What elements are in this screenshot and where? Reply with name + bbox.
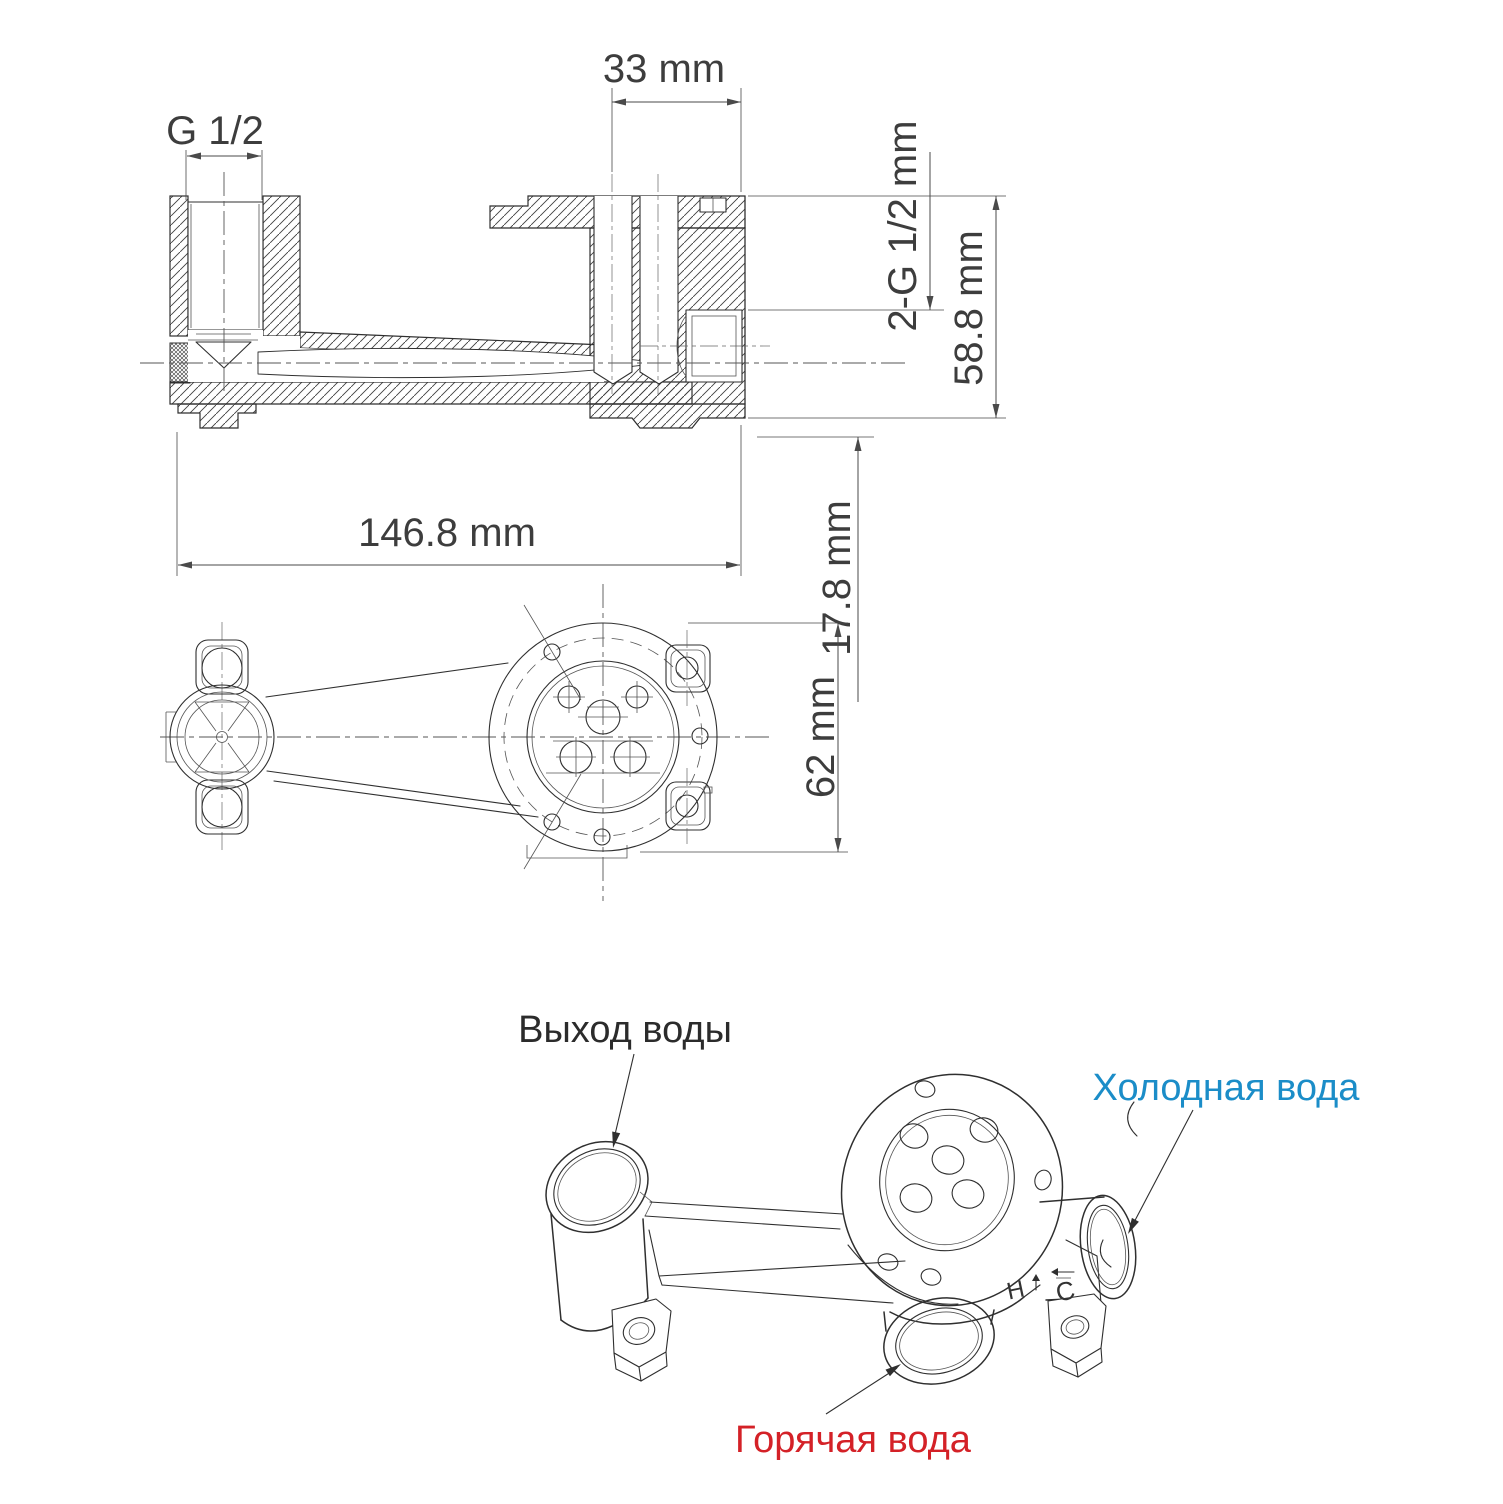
dim-2g12: 2-G 1/2 mm xyxy=(881,120,925,331)
iso-annotations: Выход воды Холодная вода Горячая вода xyxy=(518,1009,1360,1461)
dim-588mm: 58.8 mm xyxy=(947,230,991,386)
dim-g12: G 1/2 xyxy=(166,109,264,153)
section-view: G 1/2 33 mm 2-G 1/2 mm 58.8 mm 17.8 mm xyxy=(140,47,1006,702)
outlet-arrow xyxy=(612,1053,635,1144)
iso-right-ear xyxy=(1047,1293,1107,1378)
iso-embossed-marks: H C xyxy=(1004,1268,1078,1308)
plan-main-flange xyxy=(488,604,718,870)
section-cavities xyxy=(187,195,746,419)
hot-water-arrow xyxy=(825,1367,898,1415)
iso-left-ear xyxy=(611,1298,672,1382)
outlet-label: Выход воды xyxy=(518,1009,732,1051)
plan-dimensions: 62 mm xyxy=(640,622,848,853)
dim-62mm: 62 mm xyxy=(799,676,843,798)
cold-water-arrow xyxy=(1130,1109,1194,1229)
iso-hot-port xyxy=(883,1297,995,1385)
iso-outlet-cylinder xyxy=(545,1140,649,1332)
plan-arm xyxy=(265,662,539,818)
iso-flange-disc xyxy=(840,1073,1162,1307)
iso-view: H C Выход воды Холодная вода Горячая вод… xyxy=(518,1009,1360,1461)
dim-33mm: 33 mm xyxy=(603,47,725,91)
hot-water-label: Горячая вода xyxy=(735,1419,972,1461)
plan-centerlines xyxy=(160,584,770,901)
cold-water-label: Холодная вода xyxy=(1093,1067,1361,1109)
iso-arm xyxy=(639,1191,906,1304)
section-centerlines xyxy=(140,172,906,394)
section-dimensions: G 1/2 33 mm 2-G 1/2 mm 58.8 mm 17.8 mm xyxy=(166,47,1006,702)
iso-body xyxy=(889,1239,1102,1325)
dim-1468mm: 146.8 mm xyxy=(358,511,536,555)
plan-left-flange xyxy=(165,639,275,835)
hot-mark: H xyxy=(1004,1276,1027,1306)
plan-view: 62 mm xyxy=(160,584,848,901)
